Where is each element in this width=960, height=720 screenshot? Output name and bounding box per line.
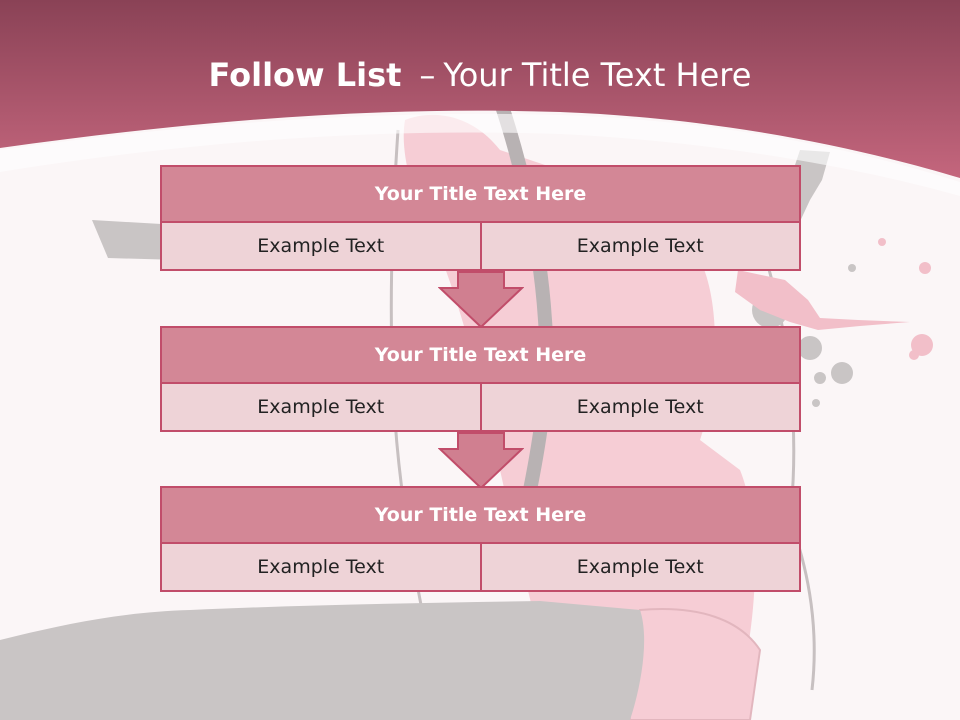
step-title: Your Title Text Here — [162, 488, 799, 544]
splatter-dot — [812, 399, 820, 407]
title-rest-text: Your Title Text Here — [443, 56, 752, 94]
splatter-shape-pink — [735, 270, 910, 330]
step-block-1: Your Title Text Here Example Text Exampl… — [160, 165, 801, 271]
step-row: Example Text Example Text — [162, 384, 799, 430]
down-arrow-icon — [438, 432, 524, 490]
step-cell-right: Example Text — [479, 384, 799, 430]
title-dash: – — [419, 56, 436, 94]
step-cell-left: Example Text — [162, 384, 480, 430]
splatter-dot-pink — [911, 334, 933, 356]
step-title: Your Title Text Here — [162, 167, 799, 223]
dark-stroke — [493, 97, 554, 492]
step-cell-right: Example Text — [479, 223, 799, 269]
title-bold-text: Follow List — [208, 56, 402, 94]
splatter-dot-pink — [919, 262, 931, 274]
step-row: Example Text Example Text — [162, 544, 799, 590]
step-row: Example Text Example Text — [162, 223, 799, 269]
down-arrow-icon — [438, 271, 524, 329]
header-band — [0, 0, 960, 178]
splatter-dot — [798, 336, 822, 360]
step-cell-left: Example Text — [162, 223, 480, 269]
step-cell-left: Example Text — [162, 544, 480, 590]
step-block-3: Your Title Text Here Example Text Exampl… — [160, 486, 801, 592]
splatter-dot — [848, 264, 856, 272]
splatter-dot — [814, 372, 826, 384]
header-swoosh — [0, 113, 960, 196]
splatter-dot — [831, 362, 853, 384]
step-title: Your Title Text Here — [162, 328, 799, 384]
splatter-dot-pink — [909, 350, 919, 360]
gray-ground — [0, 601, 645, 720]
splatter-dot-pink — [878, 238, 886, 246]
page-title: Follow List–Your Title Text Here — [0, 50, 960, 100]
step-block-2: Your Title Text Here Example Text Exampl… — [160, 326, 801, 432]
step-cell-right: Example Text — [479, 544, 799, 590]
